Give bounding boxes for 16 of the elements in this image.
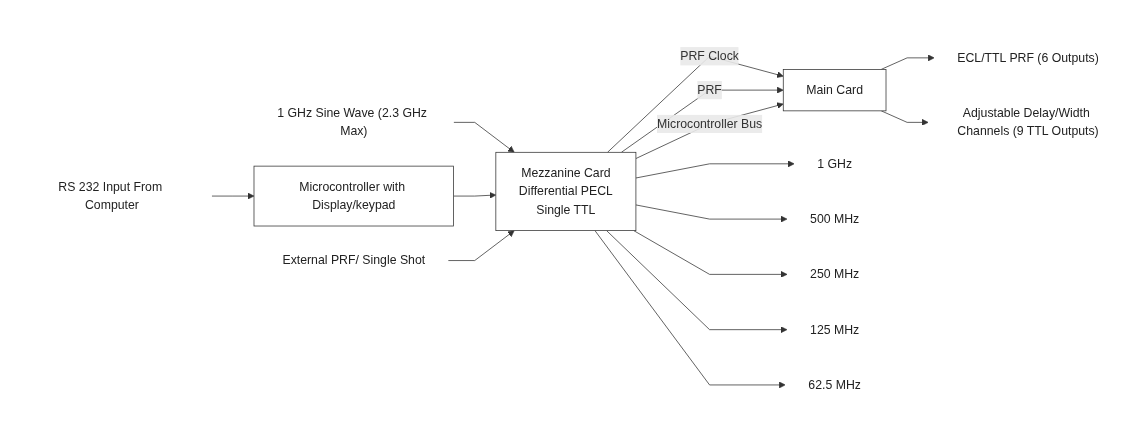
node-text: RS 232 Input From Computer — [58, 179, 163, 212]
node-text: 1 GHz — [817, 156, 853, 170]
node-box: Main Card — [782, 68, 887, 111]
node-text: External PRF/ Single Shot — [282, 253, 426, 267]
node-text: 1 GHz Sine Wave (2.3 GHz Max) — [277, 105, 427, 138]
node-text: ECL/TTL PRF (6 Outputs) — [957, 50, 1099, 64]
edge-label: PRF Clock — [680, 49, 739, 63]
node-box: Mezzanine Card Differential PECL Single TTL — [495, 151, 637, 231]
node-text: 125 MHz — [810, 322, 860, 336]
node-text: 250 MHz — [810, 267, 860, 281]
edge-label: Microcontroller Bus — [657, 116, 763, 130]
node-text: Adjustable Delay/Width Channels (9 TTL Outputs) — [957, 105, 1099, 138]
node-box: Microcontroller with Display/keypad — [253, 165, 454, 226]
node-text: 500 MHz — [810, 211, 860, 225]
edge-label: PRF — [697, 82, 722, 96]
node-text: 62.5 MHz — [808, 377, 861, 391]
